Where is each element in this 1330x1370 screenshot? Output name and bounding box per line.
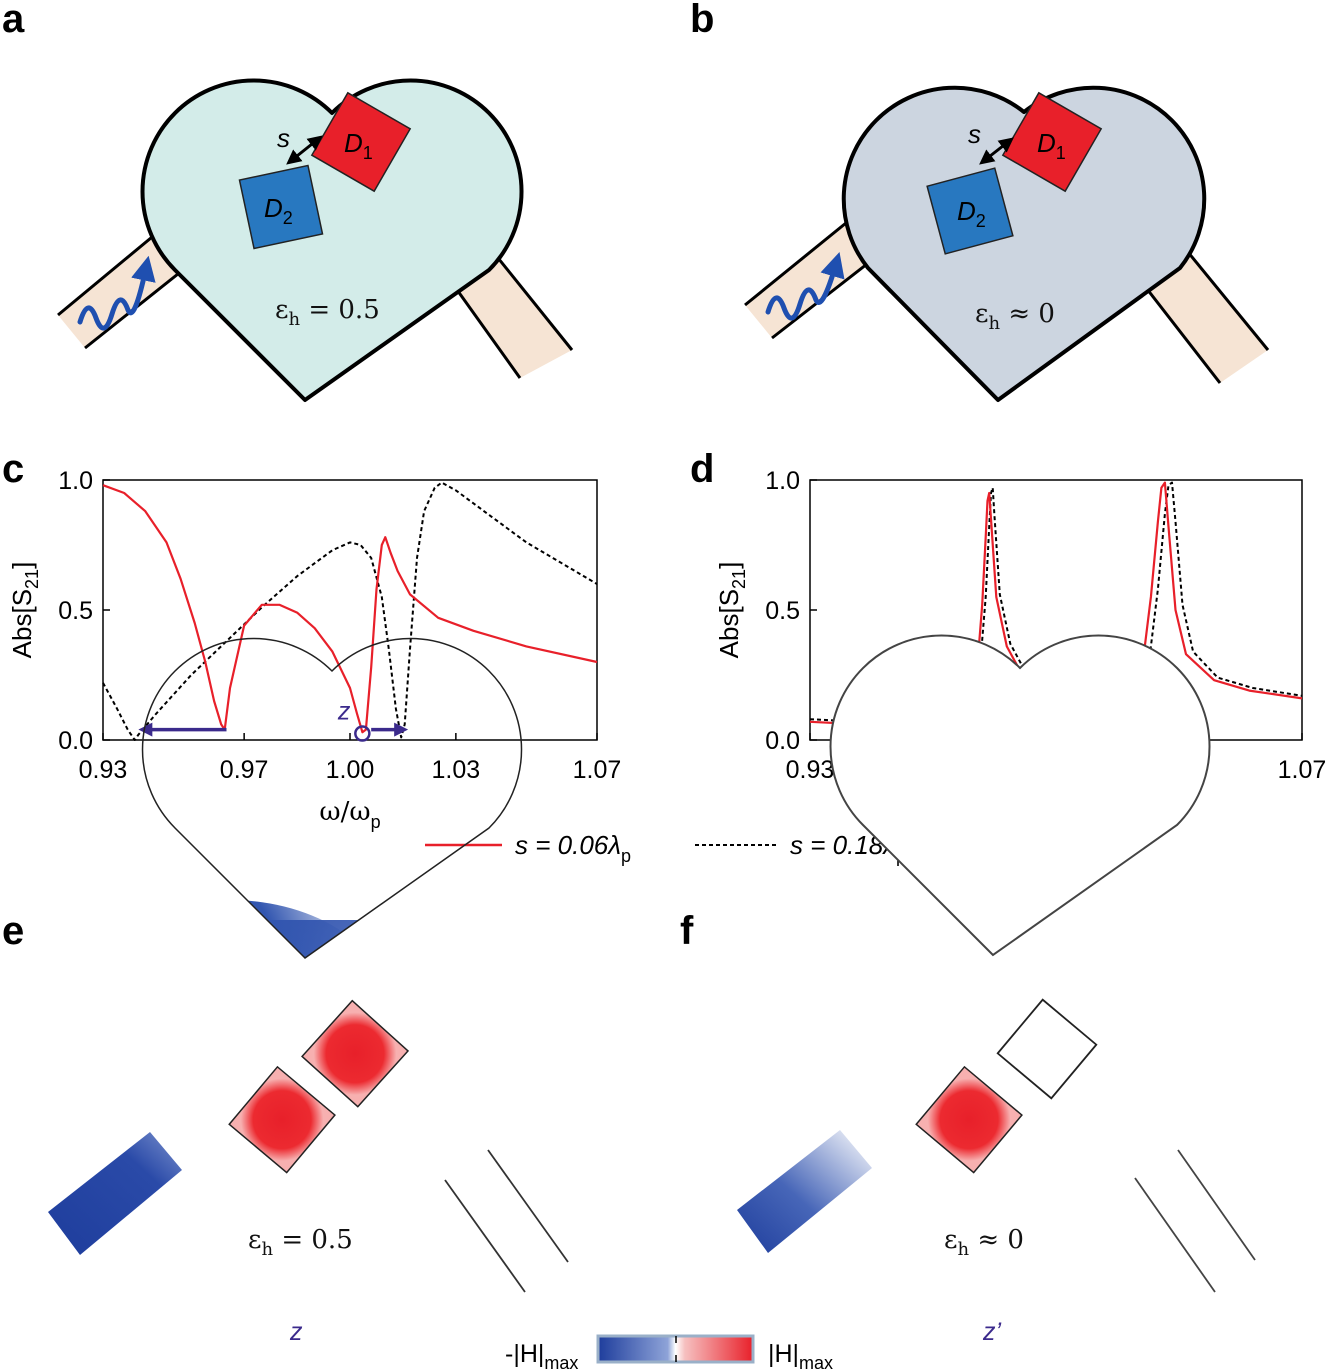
y-tick-label: 0.5 — [58, 597, 93, 625]
gap-label: s — [968, 119, 981, 149]
d2-label: D2 — [264, 193, 293, 228]
heart-cavity — [140, 78, 524, 402]
legend-label-red: s = 0.06λp — [515, 830, 631, 866]
gap-arrow-icon — [979, 137, 1014, 165]
d1-label: D1 — [1037, 128, 1066, 163]
gap-label: s — [277, 123, 290, 153]
epsilon-label-f: εh ≈ 0 — [944, 1225, 1024, 1260]
y-tick-label: 0.0 — [58, 727, 93, 755]
heart-diagram-b: s D1 D2 εh ≈ 0 — [744, 85, 1270, 402]
epsilon-label-b: εh ≈ 0 — [975, 299, 1055, 334]
x-tick-label: 1.03 — [432, 756, 481, 784]
panel-label-e: e — [2, 909, 24, 953]
d2-label: D2 — [957, 196, 986, 231]
point-z-label: z — [289, 1318, 303, 1346]
field-map-f: εh ≈ 0 z’ — [737, 634, 1256, 1346]
colorbar-max-label: |H|max — [768, 1340, 833, 1370]
output-waveguide — [1140, 246, 1268, 383]
epsilon-label-a: εh = 0.5 — [275, 295, 380, 330]
colorbar: -|H|max |H|max — [505, 1334, 833, 1370]
y-axis-label: Abs[S21] — [714, 562, 749, 659]
heart-diagram-a: s D1 D2 εh = 0.5 — [57, 78, 574, 402]
x-tick-label: 1.00 — [326, 756, 375, 784]
series-line-solid — [102, 484, 598, 734]
input-waveguide — [745, 210, 885, 338]
panel-label-b: b — [690, 0, 714, 41]
y-tick-label: 0.5 — [765, 597, 800, 625]
panel-label-c: c — [2, 447, 24, 491]
dielectric-d2 — [926, 167, 1014, 255]
x-axis-label: ω/ωp — [319, 797, 380, 832]
panel-label-a: a — [2, 0, 25, 41]
dielectric-d2 — [238, 164, 324, 250]
dielectric-d1-field — [996, 998, 1098, 1100]
dielectric-d1 — [1001, 91, 1103, 193]
heart-outline — [829, 634, 1211, 957]
marker-circle — [354, 725, 371, 742]
input-waveguide — [737, 1130, 872, 1253]
field-map-e: εh = 0.5 z — [48, 637, 569, 1346]
heart-outline — [141, 637, 523, 959]
epsilon-label-e: εh = 0.5 — [248, 1225, 353, 1260]
d1-label: D1 — [344, 128, 373, 163]
y-axis-label: Abs[S21] — [7, 562, 42, 659]
series-line-dashed — [102, 481, 598, 741]
wave-arrow-icon — [77, 255, 156, 331]
chart-panel-c: 0.93 0.97 1.00 1.03 1.07 0.0 0.5 1.0 ω/ωp Abs[S21… — [7, 467, 621, 832]
heart-cavity — [841, 85, 1207, 402]
gap-arrow-icon — [286, 135, 323, 165]
dielectric-d2-field — [228, 1065, 336, 1174]
panel-label-f: f — [680, 909, 694, 953]
x-tick-label: 0.93 — [786, 756, 835, 784]
x-tick-label: 1.07 — [573, 756, 622, 784]
x-tick-label: 1.07 — [1278, 756, 1327, 784]
dielectric-d1-field — [301, 999, 410, 1108]
output-waveguide — [450, 248, 572, 378]
input-waveguide — [48, 1132, 182, 1255]
dielectric-d2-field — [915, 1065, 1023, 1174]
y-tick-label: 1.0 — [765, 467, 800, 495]
colorbar-min-label: -|H|max — [505, 1340, 578, 1370]
panel-label-d: d — [690, 447, 714, 491]
legend: s = 0.06λp s = 0.18λp — [425, 830, 906, 866]
y-tick-label: 0.0 — [765, 727, 800, 755]
marker-label: z — [337, 698, 351, 726]
x-tick-label: 0.93 — [79, 756, 128, 784]
x-tick-label: 0.97 — [220, 756, 269, 784]
dielectric-d1 — [310, 91, 412, 193]
wave-arrow-icon — [765, 252, 845, 321]
y-tick-label: 1.0 — [58, 467, 93, 495]
point-z-prime-label: z’ — [982, 1318, 1002, 1346]
